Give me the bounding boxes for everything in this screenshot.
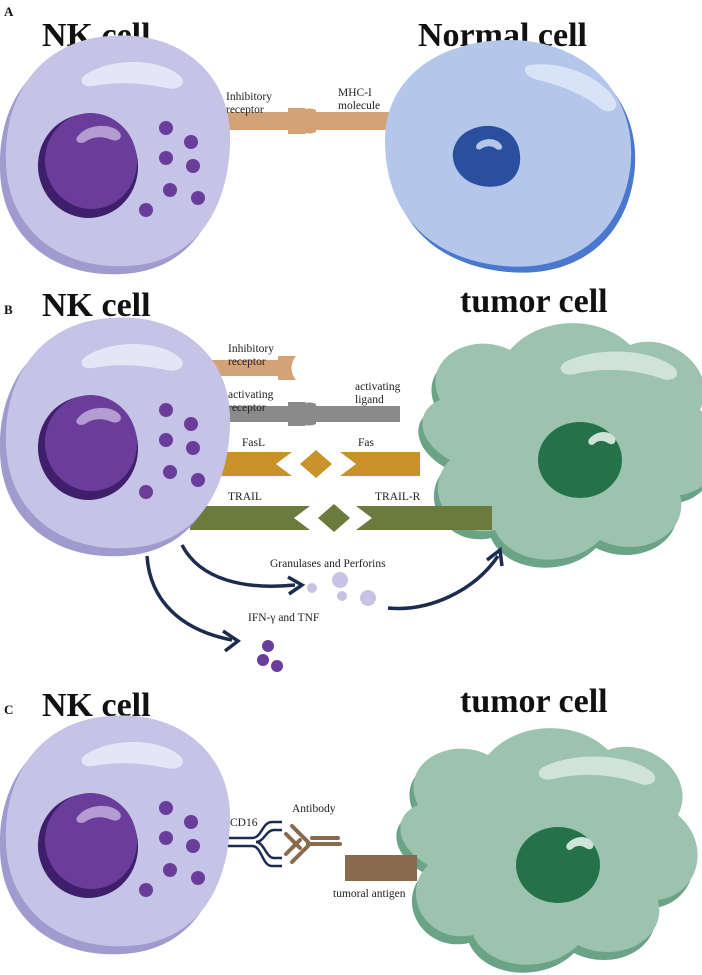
normal-cell [385, 39, 636, 273]
cd16-label: CD16 [230, 817, 258, 829]
antibody-label: Antibody [292, 803, 336, 815]
mhc-label-1: MHC-I [338, 87, 372, 99]
inhibitory-receptor-label-b1: Inhibitory [228, 343, 274, 355]
fas-label: Fas [358, 437, 375, 449]
nk-cell-c [0, 715, 231, 955]
granulases-perforins-label: Granulases and Perforins [270, 558, 386, 570]
activating-ligand-label-2: ligand [355, 394, 384, 406]
antibody [284, 824, 342, 864]
trail-label: TRAIL [228, 491, 262, 503]
ifn-tnf-label: IFN-γ and TNF [248, 612, 319, 624]
activating-receptor-label-2: receptor [228, 402, 266, 414]
trail-diamond [318, 504, 350, 532]
granule-release-arrow [180, 544, 296, 588]
tumor-cell-title-b: tumor cell [460, 283, 608, 320]
inhibitory-receptor-label-b2: receptor [228, 356, 266, 368]
inhibitory-receptor-label-a1: Inhibitory [226, 91, 272, 103]
perforin-to-tumor-arrowhead [485, 546, 504, 567]
cytokine-release-arrow [145, 555, 233, 642]
panel-letter-a: A [4, 4, 14, 19]
cytokine-granules [257, 640, 283, 672]
fasl-label: FasL [242, 437, 265, 449]
granule-release-arrowhead [287, 575, 306, 596]
trail-r-label: TRAIL-R [375, 491, 421, 503]
trail-molecule [190, 506, 310, 530]
tumor-cell-b [418, 323, 702, 568]
cd16-receptor [226, 820, 282, 868]
activating-ligand [314, 406, 400, 422]
mhc-label-2: molecule [338, 100, 380, 112]
nk-cell-b [0, 317, 231, 557]
tumoral-antigen [345, 855, 417, 881]
tumor-cell-c [396, 728, 698, 973]
cytokine-release-arrowhead [222, 629, 242, 653]
panel-c: C NK cell tumor cell tumoral antigen CD1… [0, 683, 698, 973]
inhibitory-receptor-stalk-b [210, 360, 280, 376]
activating-ligand-knob [298, 402, 316, 426]
activating-receptor-label-1: activating [228, 389, 274, 401]
nk-cell-a [0, 35, 231, 275]
perforin-to-tumor-arrow [387, 555, 500, 611]
perforin-granules [307, 572, 376, 606]
trail-r-receptor [356, 506, 492, 530]
inhibitory-receptor-cup-b [278, 356, 296, 380]
panel-a: A NK cell Normal cell Inhibitory recepto… [0, 4, 636, 275]
activating-ligand-label-1: activating [355, 381, 401, 393]
mhc-i-molecule [314, 112, 394, 130]
inhibitory-receptor-label-a2: receptor [226, 104, 264, 116]
activating-receptor-stalk [218, 406, 290, 422]
fasl-molecule [212, 452, 292, 476]
panel-letter-c: C [4, 702, 13, 717]
panel-letter-b: B [4, 302, 13, 317]
panel-b: B NK cell tumor cell Inhibitory receptor… [0, 283, 702, 672]
fas-fasl-diamond [300, 450, 332, 478]
mhc-i-knob [298, 108, 316, 134]
inhibitory-receptor-stalk-a [218, 112, 290, 130]
tumoral-antigen-label: tumoral antigen [333, 888, 406, 900]
fas-receptor [340, 452, 420, 476]
tumor-cell-title-c: tumor cell [460, 683, 608, 720]
